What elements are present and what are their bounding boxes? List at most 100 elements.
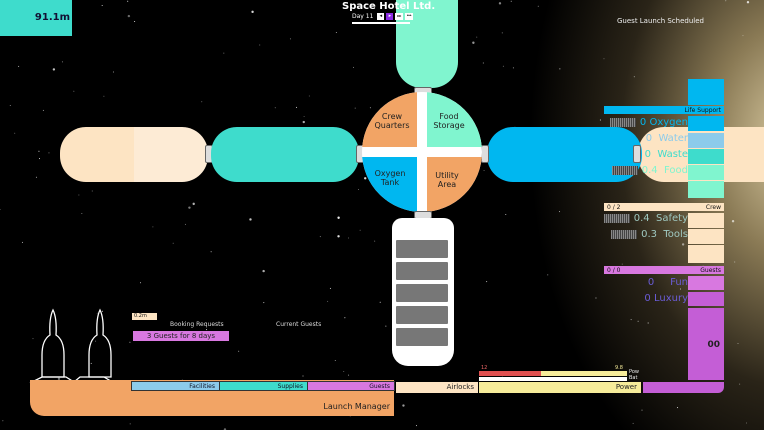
star — [344, 317, 346, 319]
star — [472, 41, 475, 44]
star — [249, 218, 252, 221]
water-row: 0 Water — [645, 133, 688, 144]
food-cell — [688, 165, 724, 180]
star — [385, 325, 387, 327]
airlocks-button[interactable]: Airlocks — [396, 382, 478, 393]
guests-count: 0 / 0 — [607, 266, 621, 274]
luxury-cell — [688, 292, 724, 306]
star — [21, 241, 23, 243]
faster-button[interactable]: ▸▸▸ — [405, 13, 414, 20]
star — [251, 10, 254, 14]
star — [621, 263, 623, 265]
power-button[interactable]: Power — [479, 382, 641, 393]
star — [103, 95, 105, 97]
star — [259, 44, 261, 46]
pause-button[interactable]: ◂ — [377, 13, 385, 20]
storage-slot — [396, 328, 448, 346]
guests-header[interactable]: 0 / 0 Guests — [604, 266, 724, 274]
pow-label: Pow — [629, 369, 639, 375]
tab-guests[interactable]: Guests — [307, 381, 395, 391]
star — [482, 62, 484, 64]
star — [42, 109, 44, 111]
star — [633, 76, 635, 78]
guests-bottom-panel[interactable] — [643, 382, 724, 393]
star — [505, 214, 507, 216]
guests-big-value: 00 — [707, 340, 720, 350]
tab-facilities[interactable]: Facilities — [131, 381, 220, 391]
star — [595, 297, 597, 299]
star — [599, 119, 601, 121]
star — [486, 281, 488, 283]
game-title: Space Hotel Ltd. — [342, 1, 436, 12]
guests-title: Guests — [700, 266, 721, 274]
waste-cell — [688, 149, 724, 164]
status-text: Guest Launch Scheduled — [617, 17, 704, 25]
star — [308, 95, 310, 97]
star — [223, 52, 225, 54]
quadrant-crew-quarters[interactable]: Crew Quarters — [362, 92, 417, 147]
star — [296, 106, 298, 108]
booking-request[interactable]: 3 Guests for 8 days — [133, 331, 229, 341]
star — [39, 158, 41, 160]
fun-row: 0 Fun — [647, 277, 688, 288]
day-controls: Day 11 ◂ ▸ ▸▸ ▸▸▸ — [352, 13, 414, 20]
airlocks-label: Airlocks — [446, 383, 474, 391]
quadrant-food-storage[interactable]: Food Storage — [427, 92, 482, 147]
day-progress — [352, 22, 410, 24]
tab-supplies[interactable]: Supplies — [219, 381, 308, 391]
module-bottom[interactable] — [392, 218, 454, 366]
oxygen-cell — [688, 116, 724, 131]
star — [637, 320, 639, 322]
star — [73, 90, 75, 92]
star — [630, 319, 632, 321]
star — [262, 269, 265, 273]
star — [172, 242, 174, 244]
star — [2, 420, 4, 422]
star — [238, 350, 240, 352]
booking-timer: 0.2m — [132, 313, 157, 320]
star — [641, 409, 643, 411]
life-support-header[interactable]: Life Support — [604, 106, 724, 114]
star — [112, 71, 114, 73]
tools-cell — [688, 229, 724, 244]
star — [134, 21, 136, 23]
oxygen-tank-label: Oxygen Tank — [374, 169, 406, 187]
hub[interactable]: Crew Quarters Food Storage Oxygen Tank U… — [362, 92, 482, 212]
star — [101, 4, 103, 6]
star — [127, 0, 129, 2]
booking-title: Booking Requests — [170, 321, 224, 328]
quadrant-oxygen-tank[interactable]: Oxygen Tank — [362, 157, 417, 212]
altitude-value: 91.1m — [34, 12, 70, 23]
module-left-outer[interactable] — [60, 127, 208, 182]
star — [681, 243, 685, 246]
star — [57, 377, 61, 381]
storage-slot — [396, 306, 448, 324]
module-left-inner[interactable] — [211, 127, 359, 182]
star — [725, 0, 727, 2]
airlock-right[interactable] — [481, 145, 489, 163]
storage-slot — [396, 240, 448, 258]
star — [274, 107, 276, 109]
tools-row: 0.3 Tools — [600, 229, 688, 244]
oxygen-row: 0 Oxygen — [600, 117, 688, 132]
star — [359, 229, 361, 231]
play-button[interactable]: ▸ — [386, 13, 394, 20]
fun-cell — [688, 276, 724, 290]
safety-bars — [603, 213, 630, 223]
quadrant-utility-area[interactable]: Utility Area — [427, 157, 482, 212]
star — [739, 383, 741, 385]
crew-extra-cell — [688, 245, 724, 263]
star — [32, 338, 34, 340]
food-row: 0.4 Food — [600, 165, 688, 180]
safety-row: 0.4 Safety — [600, 213, 688, 228]
star — [734, 261, 736, 263]
star — [353, 66, 355, 68]
fast-button[interactable]: ▸▸ — [395, 13, 404, 20]
guests-big-cell: 00 — [688, 308, 724, 380]
star — [18, 65, 20, 67]
airlock-right-far[interactable] — [633, 145, 641, 163]
star — [483, 169, 485, 171]
star — [38, 150, 40, 152]
